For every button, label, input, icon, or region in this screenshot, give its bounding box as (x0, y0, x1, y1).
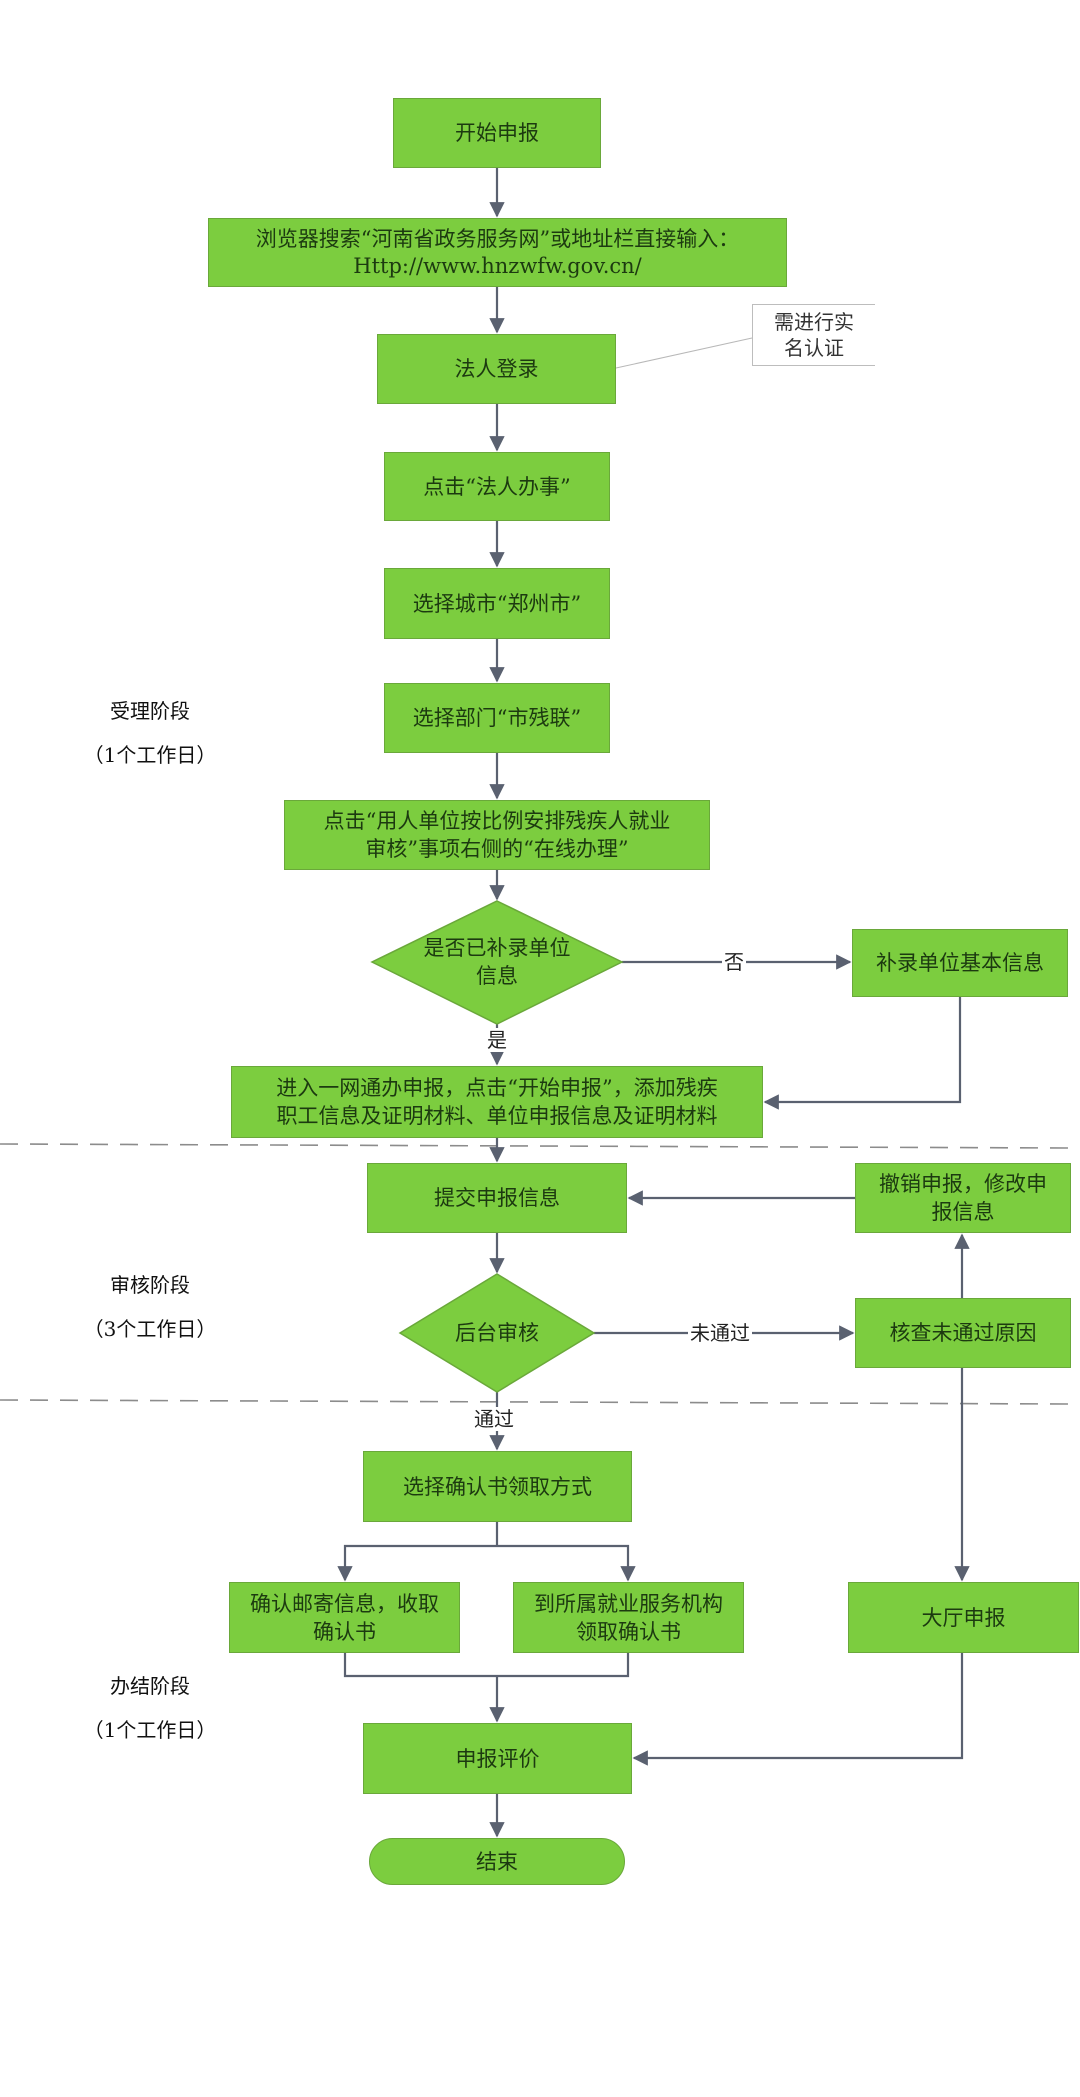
node-submit-info[interactable]: 提交申报信息 (367, 1163, 627, 1233)
stage-duration: （1个工作日） (83, 743, 217, 767)
node-label: 结束 (476, 1849, 518, 1874)
stage-label-complete: 办结阶段 （1个工作日） (60, 1653, 240, 1763)
decision-diamond-info[interactable] (370, 900, 624, 1025)
node-label: 选择部门“市残联” (412, 706, 582, 730)
stage-label-review: 审核阶段 （3个工作日） (60, 1252, 240, 1362)
edge-label-no: 否 (722, 950, 746, 974)
node-click-legal-affairs[interactable]: 点击“法人办事” (384, 452, 610, 521)
node-enter-declare[interactable]: 进入一网通办申报，点击“开始申报”，添加残疾 职工信息及证明材料、单位申报信息及… (231, 1066, 763, 1138)
node-label: 法人登录 (454, 357, 539, 381)
edge-merge (343, 1653, 630, 1678)
node-label: 提交申报信息 (434, 1186, 560, 1210)
edge-split-visit (497, 1544, 636, 1582)
edge-supplement-enter (763, 997, 962, 1110)
node-label: 大厅申报 (921, 1605, 1006, 1630)
node-label: 选择城市“郑州市” (412, 591, 582, 616)
stage-duration: （3个工作日） (83, 1317, 217, 1341)
node-label: 点击“法人办事” (423, 474, 571, 499)
edge-label-pass: 通过 (472, 1407, 516, 1431)
node-visit-agency[interactable]: 到所属就业服务机构 领取确认书 (513, 1582, 744, 1653)
stage-name: 审核阶段 (110, 1273, 190, 1297)
node-browser-search[interactable]: 浏览器搜索“河南省政务服务网”或地址栏直接输入： Http://www.hnzw… (208, 218, 787, 287)
node-select-city[interactable]: 选择城市“郑州市” (384, 568, 610, 639)
stage-name: 受理阶段 (110, 699, 190, 723)
node-legal-login[interactable]: 法人登录 (377, 334, 616, 404)
node-label: 确认邮寄信息，收取 确认书 (250, 1591, 439, 1644)
edge-label-yes: 是 (485, 1028, 509, 1052)
edge-split-mail (337, 1544, 497, 1582)
stage-divider-1 (0, 1143, 1071, 1149)
stage-divider-2 (0, 1399, 1071, 1405)
note-text: 需进行实 名认证 (774, 310, 854, 360)
node-confirm-mail[interactable]: 确认邮寄信息，收取 确认书 (229, 1582, 460, 1653)
node-label: 核查未通过原因 (889, 1321, 1037, 1345)
node-cancel-modify[interactable]: 撤销申报，修改申 报信息 (855, 1163, 1071, 1233)
decision-info-label: 是否已补录单位 信息 (423, 936, 571, 988)
decision-review-label: 后台审核 (455, 1321, 539, 1345)
edge-hall-evaluate (632, 1653, 964, 1766)
note-leader-line (615, 337, 753, 369)
node-end[interactable]: 结束 (369, 1838, 625, 1885)
note-real-name-auth: 需进行实 名认证 (752, 304, 875, 366)
node-label: 选择确认书领取方式 (403, 1474, 592, 1499)
node-check-reason[interactable]: 核查未通过原因 (855, 1298, 1071, 1368)
node-label: 撤销申报，修改申 报信息 (879, 1172, 1047, 1224)
node-label: 到所属就业服务机构 领取确认书 (534, 1591, 723, 1644)
node-hall-declare[interactable]: 大厅申报 (848, 1582, 1079, 1653)
node-select-dept[interactable]: 选择部门“市残联” (384, 683, 610, 753)
decision-diamond-review[interactable] (398, 1273, 596, 1393)
stage-duration: （1个工作日） (83, 1718, 217, 1742)
node-label: 浏览器搜索“河南省政务服务网”或地址栏直接输入： Http://www.hnzw… (255, 226, 740, 278)
node-label: 点击“用人单位按比例安排残疾人就业 审核”事项右侧的“在线办理” (323, 809, 671, 861)
node-label: 进入一网通办申报，点击“开始申报”，添加残疾 职工信息及证明材料、单位申报信息及… (276, 1076, 718, 1128)
node-supplement-info[interactable]: 补录单位基本信息 (852, 929, 1068, 997)
node-click-item[interactable]: 点击“用人单位按比例安排残疾人就业 审核”事项右侧的“在线办理” (284, 800, 710, 870)
edge-label-fail: 未通过 (688, 1321, 752, 1345)
node-label: 补录单位基本信息 (876, 951, 1044, 975)
node-evaluate[interactable]: 申报评价 (363, 1723, 632, 1794)
node-label: 开始申报 (455, 121, 539, 145)
node-select-method[interactable]: 选择确认书领取方式 (363, 1451, 632, 1522)
stage-label-accept: 受理阶段 （1个工作日） (60, 678, 240, 788)
stage-name: 办结阶段 (110, 1674, 190, 1698)
node-start[interactable]: 开始申报 (393, 98, 601, 168)
node-label: 申报评价 (455, 1746, 540, 1771)
